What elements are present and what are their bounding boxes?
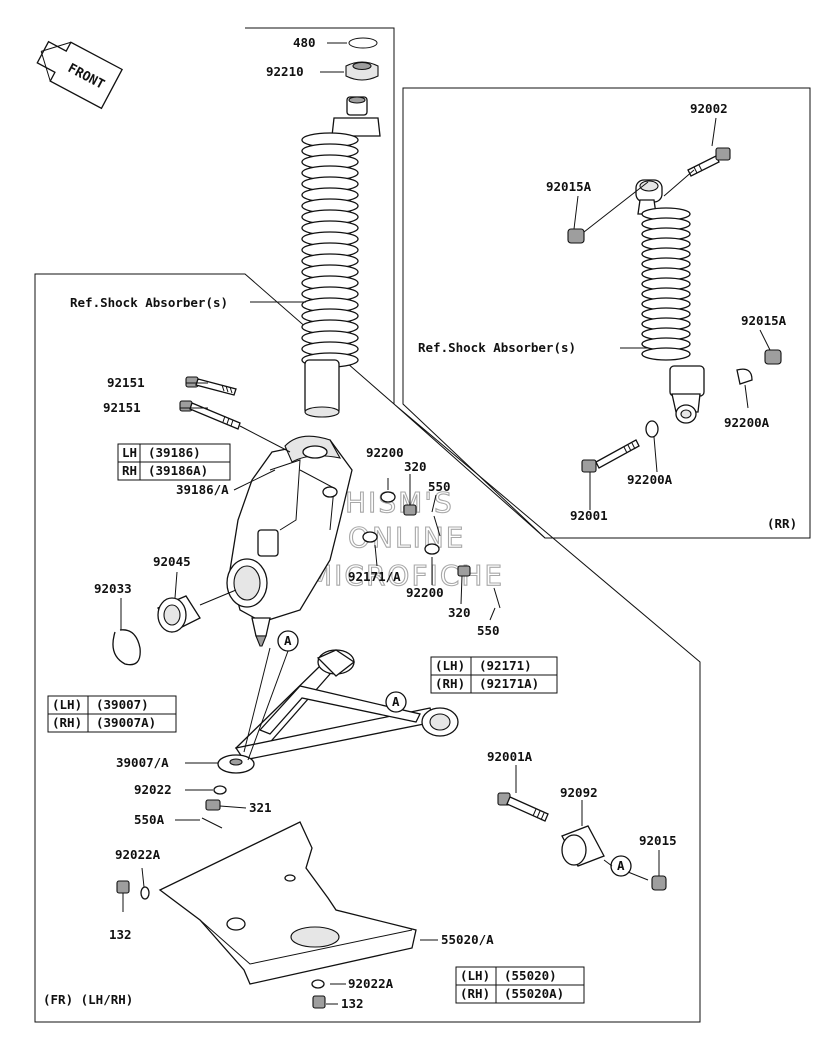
bolt-92001 (581, 439, 640, 473)
svg-text:(39186A): (39186A) (148, 463, 208, 478)
svg-text:(LH): (LH) (460, 968, 490, 983)
bracket-92200a-right (736, 368, 753, 385)
label-92092: 92092 (560, 785, 598, 800)
circlip-480 (348, 37, 378, 49)
label-92200-b: 92200 (406, 585, 444, 600)
label-r92001: 92001 (570, 508, 608, 523)
label-92022a-a: 92022A (115, 847, 161, 862)
svg-text:A: A (284, 633, 292, 648)
bearing-92045 (157, 595, 201, 633)
label-92015: 92015 (639, 833, 677, 848)
svg-text:LH: LH (122, 445, 137, 460)
spring-coil (641, 347, 691, 361)
svg-text:A: A (392, 694, 400, 709)
knuckle-hardware (362, 491, 501, 609)
bolt-132-left (116, 880, 130, 894)
callout-a-2: A (385, 691, 407, 713)
svg-text:(RH): (RH) (52, 715, 82, 730)
nut-321 (205, 799, 221, 811)
label-92200-a: 92200 (366, 445, 404, 460)
nut-92015a-upper (567, 228, 585, 244)
label-550-a: 550 (428, 479, 451, 494)
label-r92002: 92002 (690, 101, 728, 116)
nut-92015 (651, 875, 667, 891)
table-55020: (LH) (55020) (RH) (55020A) (455, 966, 585, 1004)
collar-92092 (561, 825, 605, 867)
label-ref-shock-rear: Ref.Shock Absorber(s) (418, 340, 576, 355)
label-55020a: 55020/A (441, 932, 494, 947)
bolt-132-bottom (312, 995, 326, 1009)
rear-inset-footer: (RR) (767, 516, 797, 531)
label-92151-b: 92151 (103, 400, 141, 415)
svg-text:(39007): (39007) (96, 697, 149, 712)
bolt-92151-lower (179, 400, 241, 430)
label-320-a: 320 (404, 459, 427, 474)
label-92151-a: 92151 (107, 375, 145, 390)
rear-spring (641, 207, 691, 361)
label-92022a-b: 92022A (348, 976, 394, 991)
svg-text:(LH): (LH) (435, 658, 465, 673)
svg-text:(55020): (55020) (504, 968, 557, 983)
svg-text:(LH): (LH) (52, 697, 82, 712)
label-132-a: 132 (109, 927, 132, 942)
table-39186: LH (39186) RH (39186A) (117, 443, 231, 481)
svg-text:(RH): (RH) (435, 676, 465, 691)
label-321: 321 (249, 800, 272, 815)
washer-92200a-left (645, 420, 659, 438)
label-92045: 92045 (153, 554, 191, 569)
table-92171: (LH) (92171) (RH) (92171A) (430, 656, 558, 694)
main-footer: (FR) (LH/RH) (43, 992, 133, 1007)
label-ref-shock-front: Ref.Shock Absorber(s) (70, 295, 228, 310)
label-92210: 92210 (266, 64, 304, 79)
washer-92022a-bottom (311, 979, 325, 989)
circlip-92033 (112, 629, 141, 666)
nut-92015a-lower (764, 349, 782, 365)
label-92033: 92033 (94, 581, 132, 596)
svg-text:(92171A): (92171A) (479, 676, 539, 691)
front-direction-arrow: FRONT (36, 40, 123, 110)
skid-plate-55020 (158, 821, 417, 985)
front-shock-absorber (301, 37, 381, 418)
svg-text:RH: RH (122, 463, 137, 478)
svg-text:(RH): (RH) (460, 986, 490, 1001)
svg-text:(39186): (39186) (148, 445, 201, 460)
label-r92200a-a: 92200A (724, 415, 770, 430)
callout-a-3: A (610, 855, 632, 877)
svg-text:A: A (617, 858, 625, 873)
label-92022: 92022 (134, 782, 172, 797)
front-spring (301, 132, 359, 368)
svg-text:(92171): (92171) (479, 658, 532, 673)
bolt-92002 (687, 147, 731, 177)
table-39007: (LH) (39007) (RH) (39007A) (47, 695, 177, 733)
label-92001a: 92001A (487, 749, 533, 764)
a-arm-39007 (217, 649, 459, 774)
label-r92200a-b: 92200A (627, 472, 673, 487)
knuckle-39186 (226, 435, 353, 647)
label-39007a: 39007/A (116, 755, 169, 770)
label-320-b: 320 (448, 605, 471, 620)
callout-a-1: A (277, 630, 299, 652)
svg-text:(55020A): (55020A) (504, 986, 564, 1001)
part-labels: 480 92210 Ref.Shock Absorber(s) 92151 92… (43, 35, 797, 1011)
label-r92015a-b: 92015A (741, 313, 787, 328)
leader-lines (120, 42, 771, 1005)
cotter-pin-550a (201, 817, 223, 829)
label-92171a: 92171/A (348, 569, 401, 584)
washer-92022 (213, 785, 227, 795)
label-550a: 550A (134, 812, 165, 827)
label-480: 480 (293, 35, 316, 50)
bolt-92001a (497, 792, 549, 822)
label-r92015a-a: 92015A (546, 179, 592, 194)
washer-92022a-left (140, 886, 150, 900)
bolt-92151-upper (185, 376, 237, 396)
label-39186a: 39186/A (176, 482, 229, 497)
rear-inset-border (402, 87, 811, 539)
rear-shock-absorber (635, 179, 705, 424)
label-550-b: 550 (477, 623, 500, 638)
svg-text:(39007A): (39007A) (96, 715, 156, 730)
label-132-b: 132 (341, 996, 364, 1011)
